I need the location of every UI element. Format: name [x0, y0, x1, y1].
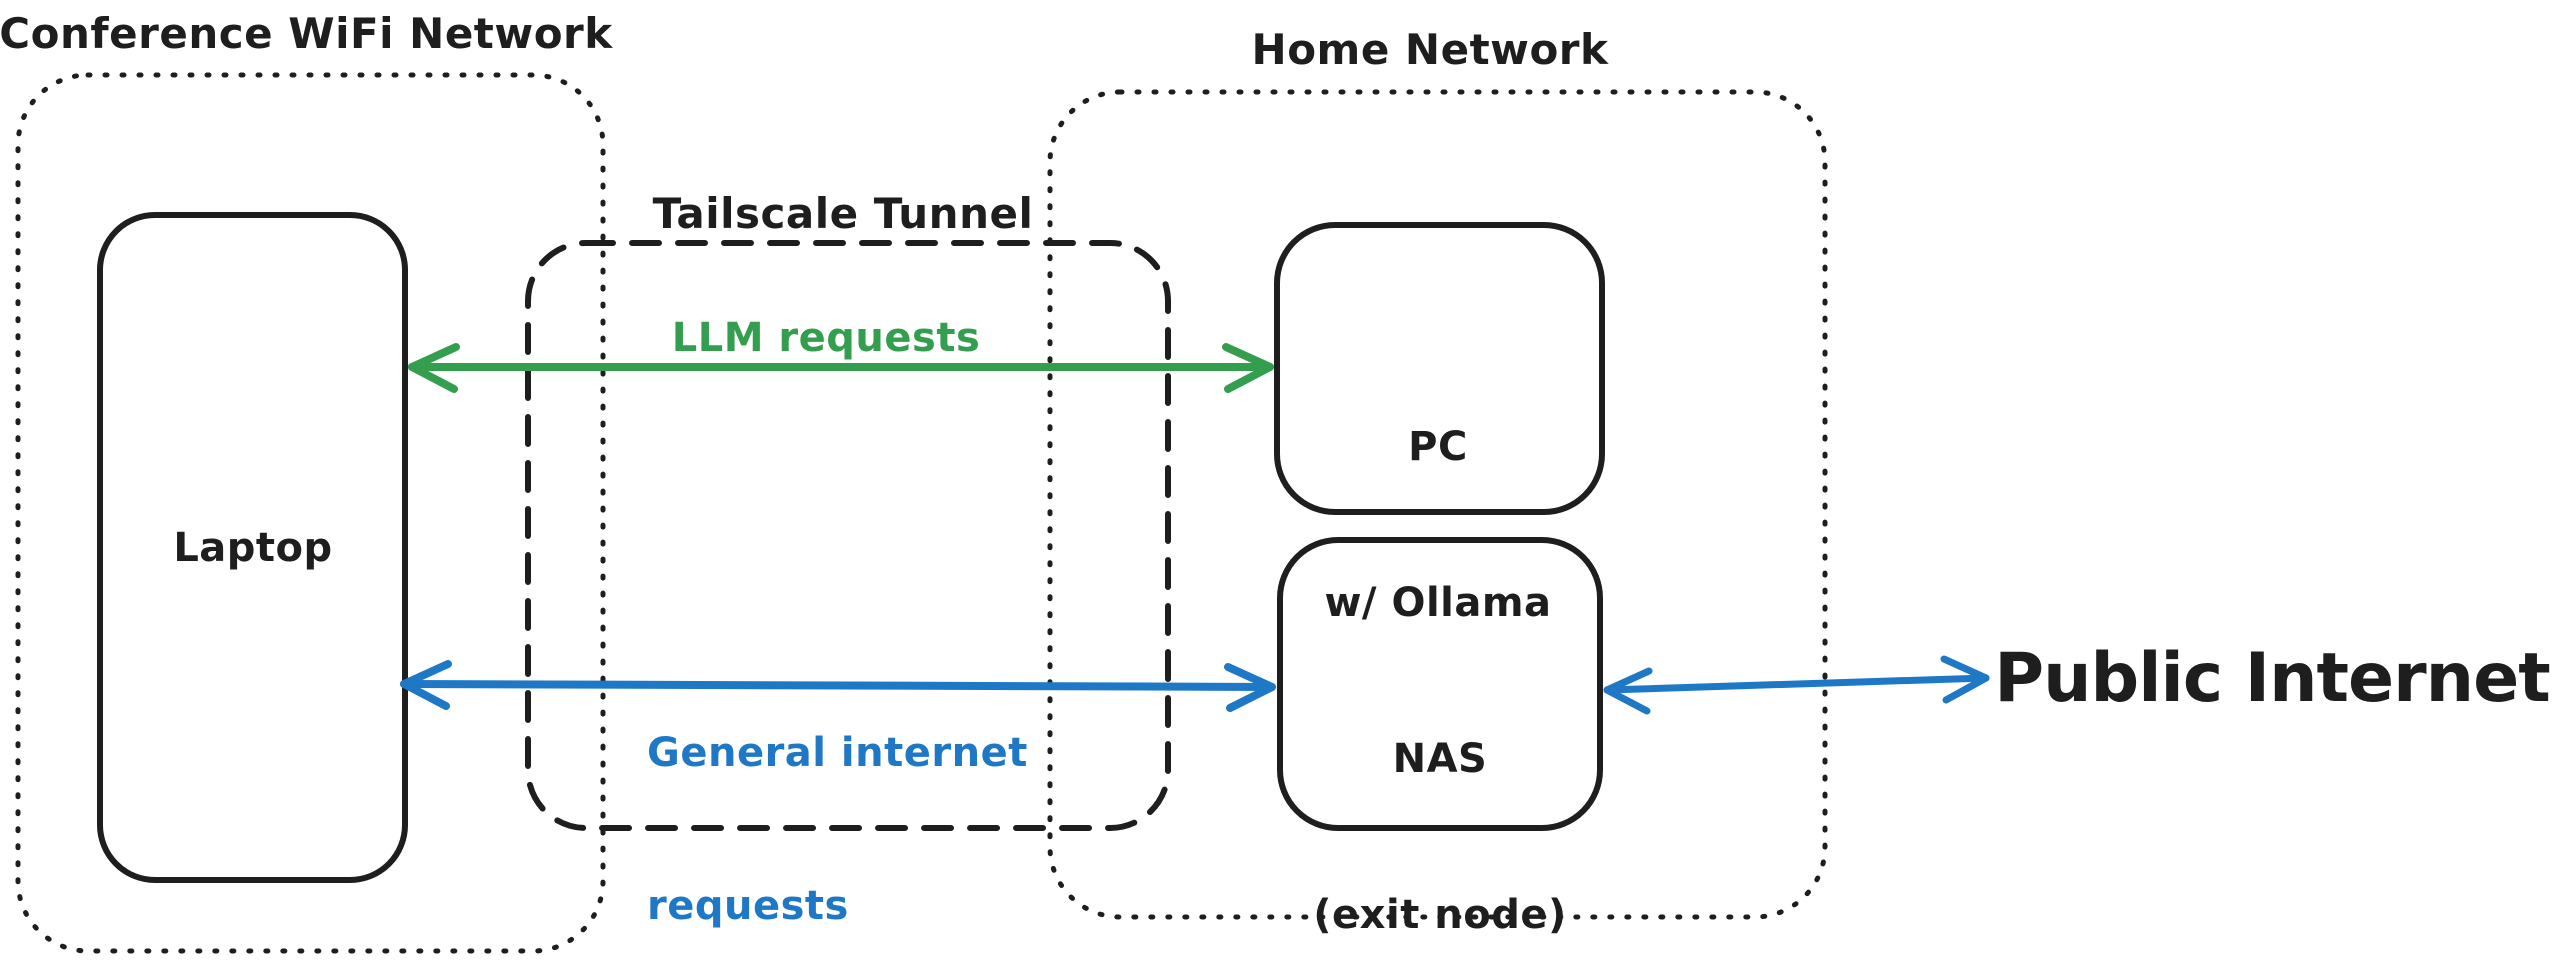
- laptop-node-label: Laptop: [173, 525, 333, 571]
- public-internet-label: Public Internet: [1994, 639, 2550, 718]
- conference-wifi-title: Conference WiFi Network: [0, 9, 613, 58]
- home-network-container-box: [1047, 89, 1828, 920]
- pc-node-box: [1274, 222, 1605, 515]
- pc-node-label-line2: w/ Ollama: [1324, 580, 1552, 626]
- general-internet-arrow: [400, 660, 1276, 712]
- pc-node-label: PC w/ Ollama: [1324, 317, 1551, 733]
- nas-node-label: NAS (exit node): [1313, 629, 1566, 971]
- laptop-node-box: [97, 212, 408, 883]
- nas-node-label-line1: NAS: [1392, 736, 1488, 782]
- tailscale-tunnel-container-box: [525, 240, 1171, 831]
- pc-node-label-line1: PC: [1408, 424, 1468, 470]
- general-internet-label-line1: General internet: [647, 730, 1028, 776]
- llm-requests-arrow: [408, 343, 1274, 393]
- nas-node-label-line2: (exit node): [1313, 892, 1567, 938]
- tailscale-tunnel-title: Tailscale Tunnel: [652, 189, 1034, 238]
- llm-requests-label: LLM requests: [671, 315, 981, 361]
- public-internet-arrow: [1603, 655, 1990, 715]
- general-internet-label: General internet requests: [647, 626, 1028, 971]
- conference-wifi-container-box: [15, 72, 606, 954]
- general-internet-label-line2: requests: [647, 883, 849, 929]
- home-network-title: Home Network: [1251, 25, 1609, 74]
- nas-node-box: [1277, 537, 1603, 831]
